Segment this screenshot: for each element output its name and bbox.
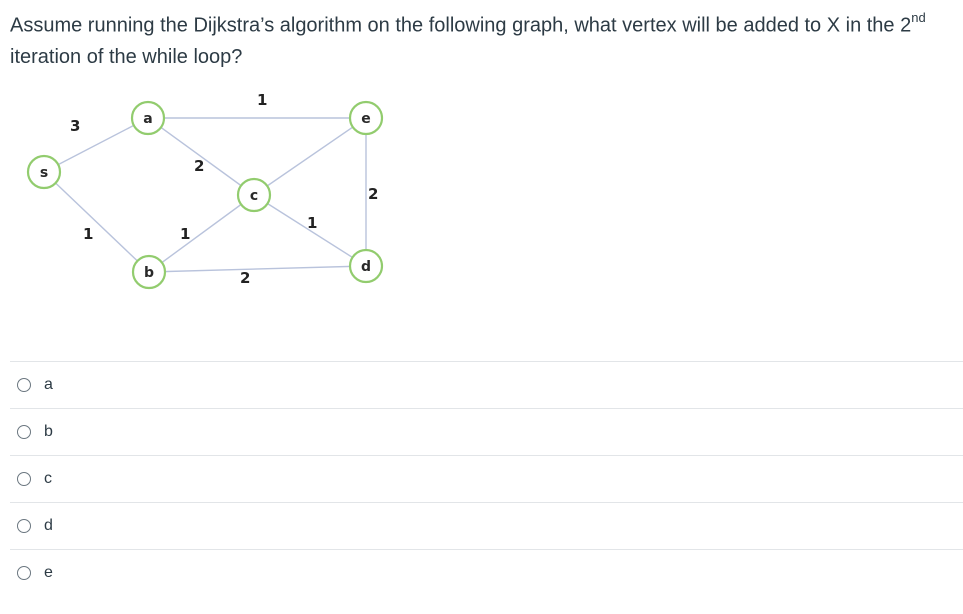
edge-e-c <box>253 117 367 196</box>
weight-e-d: 2 <box>368 185 378 203</box>
radio-button[interactable] <box>17 472 31 486</box>
answer-option-c[interactable]: c <box>10 455 963 502</box>
node-c: c <box>236 177 272 213</box>
answer-option-b[interactable]: b <box>10 408 963 455</box>
answer-list: a b c d e <box>10 361 963 596</box>
radio-button[interactable] <box>17 378 31 392</box>
node-label-s: s <box>40 165 48 181</box>
weight-b-c: 1 <box>180 225 190 243</box>
radio-button[interactable] <box>17 425 31 439</box>
question-text: Assume running the Dijkstra’s algorithm … <box>10 4 955 73</box>
weight-a-e: 1 <box>257 91 267 109</box>
node-label-e: e <box>361 111 371 127</box>
question-superscript: nd <box>911 10 926 25</box>
node-s: s <box>26 154 62 190</box>
node-label-a: a <box>143 111 152 127</box>
edge-b-c <box>148 194 255 273</box>
node-a: a <box>130 100 166 136</box>
weight-a-c: 2 <box>194 157 204 175</box>
answer-option-e[interactable]: e <box>10 549 963 596</box>
node-e: e <box>348 100 384 136</box>
node-label-b: b <box>144 265 154 281</box>
answer-option-a[interactable]: a <box>10 361 963 408</box>
answer-option-d[interactable]: d <box>10 502 963 549</box>
question-end-text: iteration of the while loop? <box>10 45 243 68</box>
node-b: b <box>131 254 167 290</box>
weight-c-d: 1 <box>307 214 317 232</box>
node-label-c: c <box>250 188 258 204</box>
answer-label: e <box>44 564 53 581</box>
weight-s-b: 1 <box>83 225 93 243</box>
answer-label: c <box>44 470 52 487</box>
weight-b-d: 2 <box>240 269 250 287</box>
edge-b-d <box>148 265 367 273</box>
weight-s-a: 3 <box>70 117 80 135</box>
answer-label: a <box>44 376 53 393</box>
answer-label: b <box>44 423 53 440</box>
edge-a-c <box>147 117 255 196</box>
node-d: d <box>348 248 384 284</box>
answer-label: d <box>44 517 53 534</box>
question-main-text: Assume running the Dijkstra’s algorithm … <box>10 14 912 37</box>
edge-s-a <box>43 117 149 173</box>
edge-s-b <box>43 171 150 273</box>
radio-button[interactable] <box>17 566 31 580</box>
radio-button[interactable] <box>17 519 31 533</box>
node-label-d: d <box>361 259 371 275</box>
edge-c-d <box>253 194 367 267</box>
